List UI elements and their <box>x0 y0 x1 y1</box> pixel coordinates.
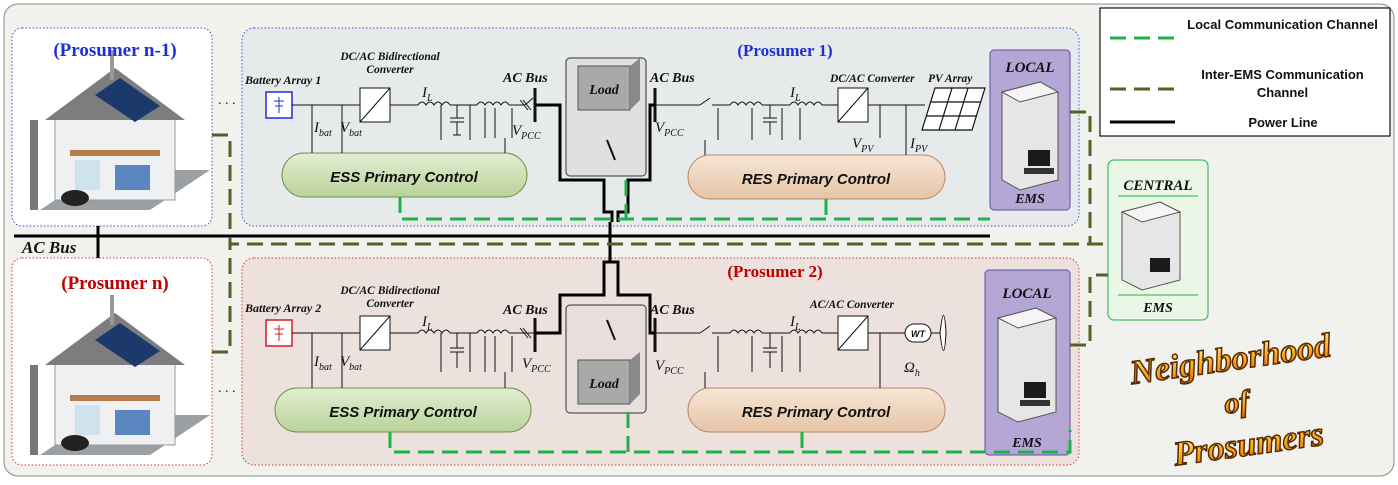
ellipsis-top: . . . <box>218 93 236 108</box>
ess-control-1-label: ESS Primary Control <box>330 169 478 186</box>
ess-control-2-label: ESS Primary Control <box>329 404 477 421</box>
ess-control-2 <box>274 387 532 433</box>
load-label-1: Load <box>588 83 620 98</box>
converter-2-line1: DC/AC Bidirectional <box>339 285 440 297</box>
central-ems-label: EMS <box>1142 301 1173 316</box>
prosumer2-title: (Prosumer 2) <box>727 262 822 281</box>
converter-1-line2: Converter <box>366 64 414 76</box>
res-control-1-label: RES Primary Control <box>742 171 891 188</box>
prosumer1-circuit <box>265 87 925 140</box>
prosumer-n-title: (Prosumer n) <box>61 273 168 294</box>
pv-array-label: PV Array <box>928 73 973 85</box>
ac-bus-1-left: AC Bus <box>502 71 548 86</box>
svg-text:VPV: VPV <box>852 136 875 155</box>
res-control-2-label: RES Primary Control <box>742 404 891 421</box>
local-ems-1-label: EMS <box>1014 192 1045 207</box>
converter-1-line1: DC/AC Bidirectional <box>339 51 440 63</box>
converter-2-line2: Converter <box>366 298 414 310</box>
ac-bus-2-right: AC Bus <box>649 303 695 318</box>
prosumer1-labels: Battery Array 1 DC/AC Bidirectional Conv… <box>244 51 973 87</box>
central-ems-title: CENTRAL <box>1123 178 1192 194</box>
measurement-lines <box>311 135 907 388</box>
svg-text:Ωh: Ωh <box>904 360 920 379</box>
svg-text:VPCC: VPCC <box>512 123 541 142</box>
ess-control-1 <box>281 152 528 198</box>
central-server-icon <box>1120 201 1182 291</box>
ellipsis-bottom: . . . <box>218 381 236 396</box>
local-ems-1-title: LOCAL <box>1004 60 1054 76</box>
svg-text:Ibat: Ibat <box>313 120 332 139</box>
res-converter-1: DC/AC Converter <box>829 73 915 85</box>
svg-text:Ibat: Ibat <box>313 354 332 373</box>
svg-text:VPCC: VPCC <box>522 356 551 375</box>
house-illustration-n-1 <box>30 50 210 210</box>
svg-text:Vbat: Vbat <box>340 120 362 139</box>
prosumer1-symbols: Ibat Vbat IL VPCC VPCC IL VPV IPV <box>313 85 929 155</box>
prosumer2-circuit <box>265 315 947 372</box>
server-icon-1 <box>1000 81 1060 191</box>
load-label-2: Load <box>588 377 620 392</box>
legend-inter-label: Inter-EMS Communication Channel <box>1201 67 1364 100</box>
svg-text:Vbat: Vbat <box>340 354 362 373</box>
svg-text:IL: IL <box>421 314 433 333</box>
prosumer2-symbols: Ibat Vbat IL VPCC VPCC IL Ωh <box>313 314 920 379</box>
power-lines <box>14 103 990 335</box>
main-ac-bus-label: AC Bus <box>21 238 77 257</box>
legend-power-label: Power Line <box>1248 115 1317 130</box>
legend-local-label: Local Communication Channel <box>1187 17 1378 32</box>
pv-array-icon <box>921 87 986 131</box>
svg-text:IPV: IPV <box>909 136 929 155</box>
prosumer1-title: (Prosumer 1) <box>737 41 832 60</box>
load-box-1 <box>565 57 647 177</box>
svg-text:VPCC: VPCC <box>655 120 684 139</box>
prosumer-n-1-title: (Prosumer n-1) <box>53 40 176 61</box>
local-ems-2-label: EMS <box>1011 436 1042 451</box>
battery-label-2: Battery Array 2 <box>244 301 321 315</box>
local-ems-2-title: LOCAL <box>1001 286 1051 302</box>
svg-text:IL: IL <box>789 85 801 104</box>
legend: Local Communication Channel Inter-EMS Co… <box>1099 7 1391 137</box>
local-comm-lines <box>388 180 1072 454</box>
prosumer2-labels: Battery Array 2 DC/AC Bidirectional Conv… <box>244 285 895 318</box>
res-converter-2: AC/AC Converter <box>809 299 895 311</box>
house-illustration-n <box>30 295 210 455</box>
res-control-2 <box>687 387 946 433</box>
res-control-1 <box>687 154 946 200</box>
ac-bus-2-left: AC Bus <box>502 303 548 318</box>
inter-ems-comm-lines <box>212 110 1108 354</box>
svg-text:IL: IL <box>421 85 433 104</box>
server-icon-2 <box>996 307 1058 423</box>
wind-turbine-label: WT <box>911 329 926 339</box>
svg-text:VPCC: VPCC <box>655 358 684 377</box>
battery-label-1: Battery Array 1 <box>244 73 321 87</box>
svg-text:IL: IL <box>789 314 801 333</box>
load-box-2 <box>565 304 647 414</box>
ac-bus-1-right: AC Bus <box>649 71 695 86</box>
